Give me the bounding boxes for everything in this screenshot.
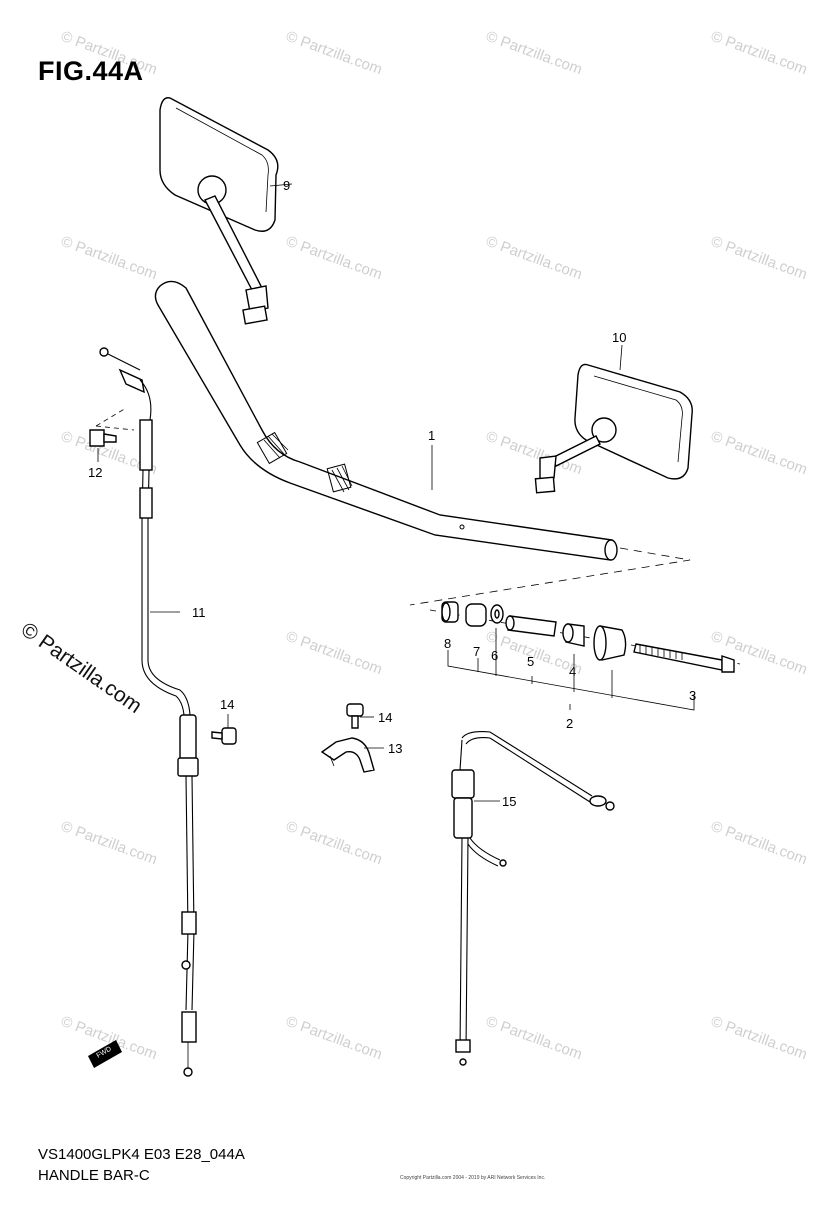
callouts: 9 10 1 11 12 14 14 13 15 8 7 6 5 4 3 2 [88, 178, 696, 809]
part-14-screw-left[interactable] [211, 727, 237, 745]
callout-1: 1 [428, 428, 435, 443]
part-11-throttle-cable[interactable] [99, 347, 199, 1077]
callout-7: 7 [473, 644, 480, 659]
callout-15: 15 [502, 794, 516, 809]
part-2-balancer[interactable] [593, 625, 627, 661]
group-bracket [447, 628, 695, 711]
watermark: © Partzilla.com [284, 818, 385, 869]
part-3-screw[interactable] [633, 643, 735, 673]
watermark: © Partzilla.com [284, 1013, 385, 1064]
watermark: © Partzilla.com [284, 233, 385, 284]
watermark: © Partzilla.com [709, 233, 810, 284]
watermark: © Partzilla.com [709, 428, 810, 479]
part-9-left-mirror[interactable] [159, 97, 279, 325]
callout-4: 4 [569, 664, 576, 679]
callout-3: 3 [689, 688, 696, 703]
part-14-screw-right[interactable] [346, 703, 364, 729]
watermark: © Partzilla.com [484, 28, 585, 79]
watermark: © Partzilla.com [484, 1013, 585, 1064]
watermark: © Partzilla.com [59, 818, 160, 869]
part-4-spacer[interactable] [562, 623, 585, 647]
part-7-cushion[interactable] [465, 603, 487, 627]
part-5-weight-rod[interactable] [505, 615, 557, 637]
callout-11: 11 [192, 605, 206, 620]
watermark: © Partzilla.com [484, 233, 585, 284]
part-6-washer[interactable] [490, 604, 504, 624]
part-10-right-mirror[interactable] [534, 363, 693, 494]
watermark: © Partzilla.com [709, 818, 810, 869]
callout-6: 6 [491, 648, 498, 663]
section-name: HANDLE BAR-C [38, 1167, 150, 1184]
part-1-handlebar[interactable] [154, 280, 618, 561]
watermark: © Partzilla.com [709, 28, 810, 79]
small-copyright: Copyright Partzilla.com 2004 - 2019 by A… [400, 1175, 546, 1181]
watermark: © Partzilla.com [709, 1013, 810, 1064]
callout-13: 13 [388, 741, 402, 756]
part-15-cable[interactable] [451, 731, 615, 1066]
part-13-clamp[interactable] [320, 737, 375, 773]
callout-5: 5 [527, 654, 534, 669]
callout-14-left: 14 [220, 697, 234, 712]
callout-leaders [97, 183, 623, 802]
callout-10: 10 [612, 330, 626, 345]
figure-title: FIG.44A [38, 56, 144, 86]
watermark: © Partzilla.com [284, 628, 385, 679]
callout-9: 9 [283, 178, 290, 193]
watermark: © Partzilla.com [59, 233, 160, 284]
callout-14-right: 14 [378, 710, 392, 725]
watermark: © Partzilla.com [284, 28, 385, 79]
exploded-view-guide [409, 547, 741, 665]
callout-8: 8 [444, 636, 451, 651]
part-8-spacer[interactable] [441, 601, 459, 623]
callout-12: 12 [88, 465, 102, 480]
model-code: VS1400GLPK4 E03 E28_044A [38, 1146, 245, 1163]
part-12-screw[interactable] [89, 407, 135, 447]
callout-2: 2 [566, 716, 573, 731]
